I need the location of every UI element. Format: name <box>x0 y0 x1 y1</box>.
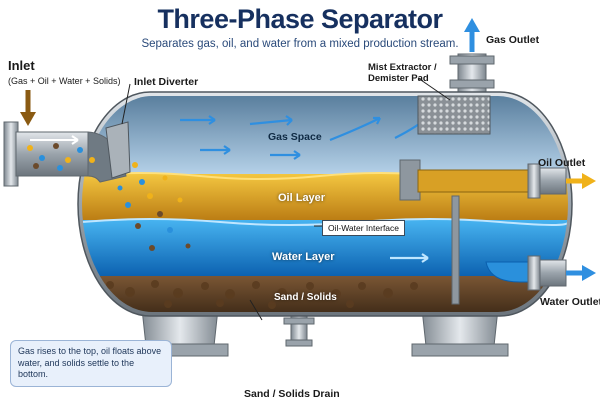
water-layer-label: Water Layer <box>272 251 335 263</box>
mist-extractor-pad <box>417 95 491 135</box>
inlet-diverter <box>105 121 131 179</box>
weir-plate <box>451 195 460 305</box>
gas-space-region <box>82 96 568 176</box>
water-outlet-pipe <box>485 255 567 291</box>
water-outlet-label: Water Outlet <box>540 296 600 308</box>
oil-outlet-arrow <box>566 173 596 189</box>
page-subtitle: Separates gas, oil, and water from a mix… <box>141 38 459 50</box>
water-outlet-arrow <box>566 265 596 281</box>
oil-water-interface-tag: Oil-Water Interface <box>322 220 406 236</box>
inlet-label: Inlet <box>8 58 35 73</box>
oil-bucket <box>399 159 421 201</box>
inlet-diverter-label: Inlet Diverter <box>134 76 199 88</box>
leader-lines <box>121 77 451 321</box>
oil-outlet-label: Oil Outlet <box>538 157 586 169</box>
gas-flow-arrows <box>180 114 431 160</box>
water-flow-arrows <box>390 253 429 263</box>
drain-label: Sand / Solids Drain <box>244 388 340 400</box>
gas-outlet-label: Gas Outlet <box>486 34 540 46</box>
mist-extractor-label: Mist Extractor / Demister Pad <box>368 62 437 84</box>
solids-label: Sand / Solids <box>274 292 337 303</box>
page-title: Three-Phase Separator <box>157 4 443 34</box>
gas-space-label: Gas Space <box>268 131 322 143</box>
oil-outlet-pipe <box>417 163 567 199</box>
solids-region <box>82 276 568 312</box>
inlet-arrow <box>20 90 36 126</box>
inlet-spray <box>117 162 191 251</box>
oil-layer-label: Oil Layer <box>278 192 326 204</box>
vessel-interior <box>82 96 568 312</box>
explanation-note: Gas rises to the top, oil floats above w… <box>10 340 172 387</box>
gas-outlet-arrow <box>464 18 480 52</box>
inlet-pipe <box>3 121 127 187</box>
inlet-composition-label: (Gas + Oil + Water + Solids) <box>8 76 121 86</box>
